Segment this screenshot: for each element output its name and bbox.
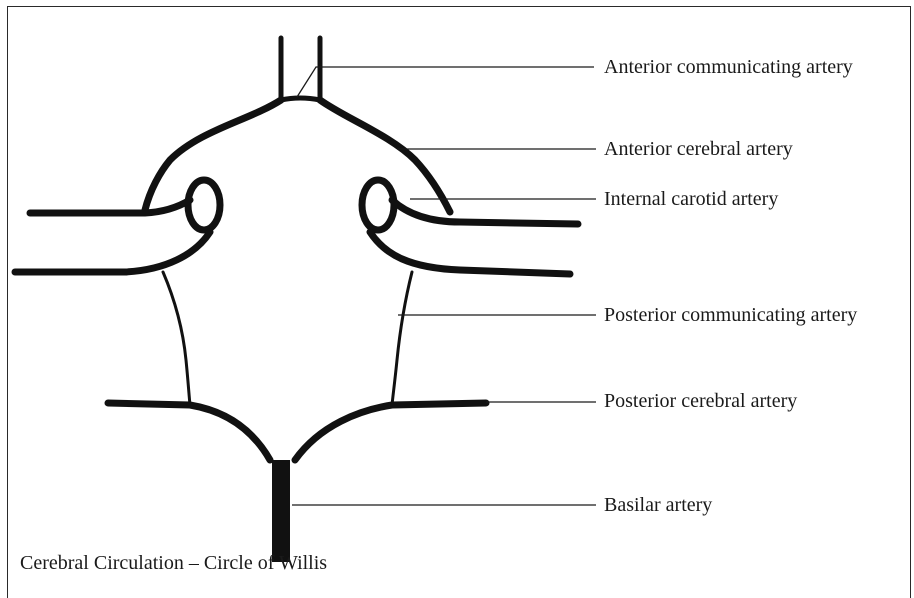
label-posterior-communicating-artery: Posterior communicating artery <box>604 305 857 325</box>
upper-branch-right <box>392 200 578 224</box>
posterior-communicating-artery-left <box>163 272 190 405</box>
label-posterior-cerebral-artery: Posterior cerebral artery <box>604 391 797 411</box>
anterior-cerebral-artery-left <box>145 100 281 210</box>
label-anterior-cerebral-artery: Anterior cerebral artery <box>604 139 793 159</box>
posterior-cerebral-artery-right <box>295 403 486 460</box>
anterior-cerebral-artery-right <box>320 100 450 212</box>
label-internal-carotid-artery: Internal carotid artery <box>604 189 778 209</box>
posterior-communicating-artery-right <box>392 272 412 405</box>
label-basilar-artery: Basilar artery <box>604 495 712 515</box>
internal-carotid-loop-left <box>188 180 220 230</box>
upper-branch-left <box>30 200 190 213</box>
posterior-cerebral-artery-left <box>108 403 270 460</box>
lower-branch-left <box>15 232 210 272</box>
internal-carotid-loop-right <box>362 180 394 230</box>
figure-caption: Cerebral Circulation – Circle of Willis <box>20 553 327 573</box>
label-anterior-communicating-artery: Anterior communicating artery <box>604 57 853 77</box>
leader-anterior-communicating <box>297 67 594 97</box>
lower-branch-right <box>370 232 570 274</box>
